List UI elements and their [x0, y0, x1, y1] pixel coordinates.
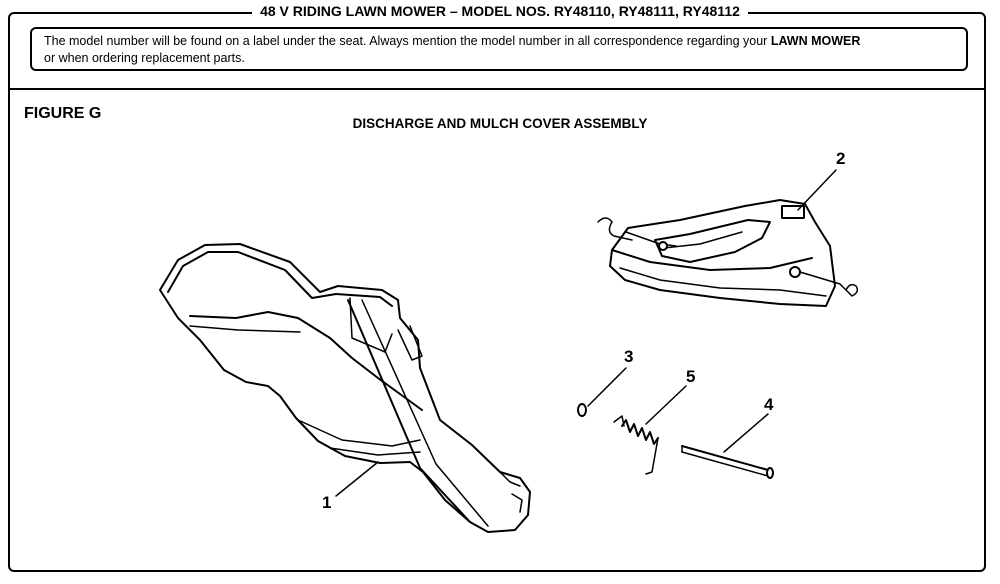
figure-title: DISCHARGE AND MULCH COVER ASSEMBLY	[352, 116, 648, 131]
callout-2: 2	[836, 149, 846, 168]
callout-5: 5	[686, 367, 696, 386]
header-divider	[8, 88, 986, 90]
callout-4-leader	[723, 413, 769, 453]
note-emphasis: LAWN MOWER	[770, 34, 861, 48]
mulch-cover-drawing	[597, 199, 859, 307]
note-text-after: or when ordering replacement parts.	[44, 51, 245, 65]
callout-1: 1	[322, 493, 332, 512]
model-number-note: The model number will be found on a labe…	[30, 27, 968, 71]
callout-5-leader	[645, 385, 687, 425]
callout-1-leader	[335, 461, 379, 497]
callout-4: 4	[764, 395, 774, 414]
spring-drawing	[613, 415, 659, 475]
discharge-chute-drawing	[159, 243, 531, 533]
pin-drawing	[681, 445, 774, 479]
figure-label: FIGURE G	[24, 105, 102, 122]
header-title: 48 V RIDING LAWN MOWER – MODEL NOS. RY48…	[252, 3, 748, 19]
callout-3-leader	[587, 367, 627, 407]
note-text-before: The model number will be found on a labe…	[44, 34, 771, 48]
callout-2-leader	[797, 169, 837, 211]
callout-3: 3	[624, 347, 634, 366]
nut-drawing	[577, 403, 587, 417]
page-header: 48 V RIDING LAWN MOWER – MODEL NOS. RY48…	[0, 1, 1000, 21]
